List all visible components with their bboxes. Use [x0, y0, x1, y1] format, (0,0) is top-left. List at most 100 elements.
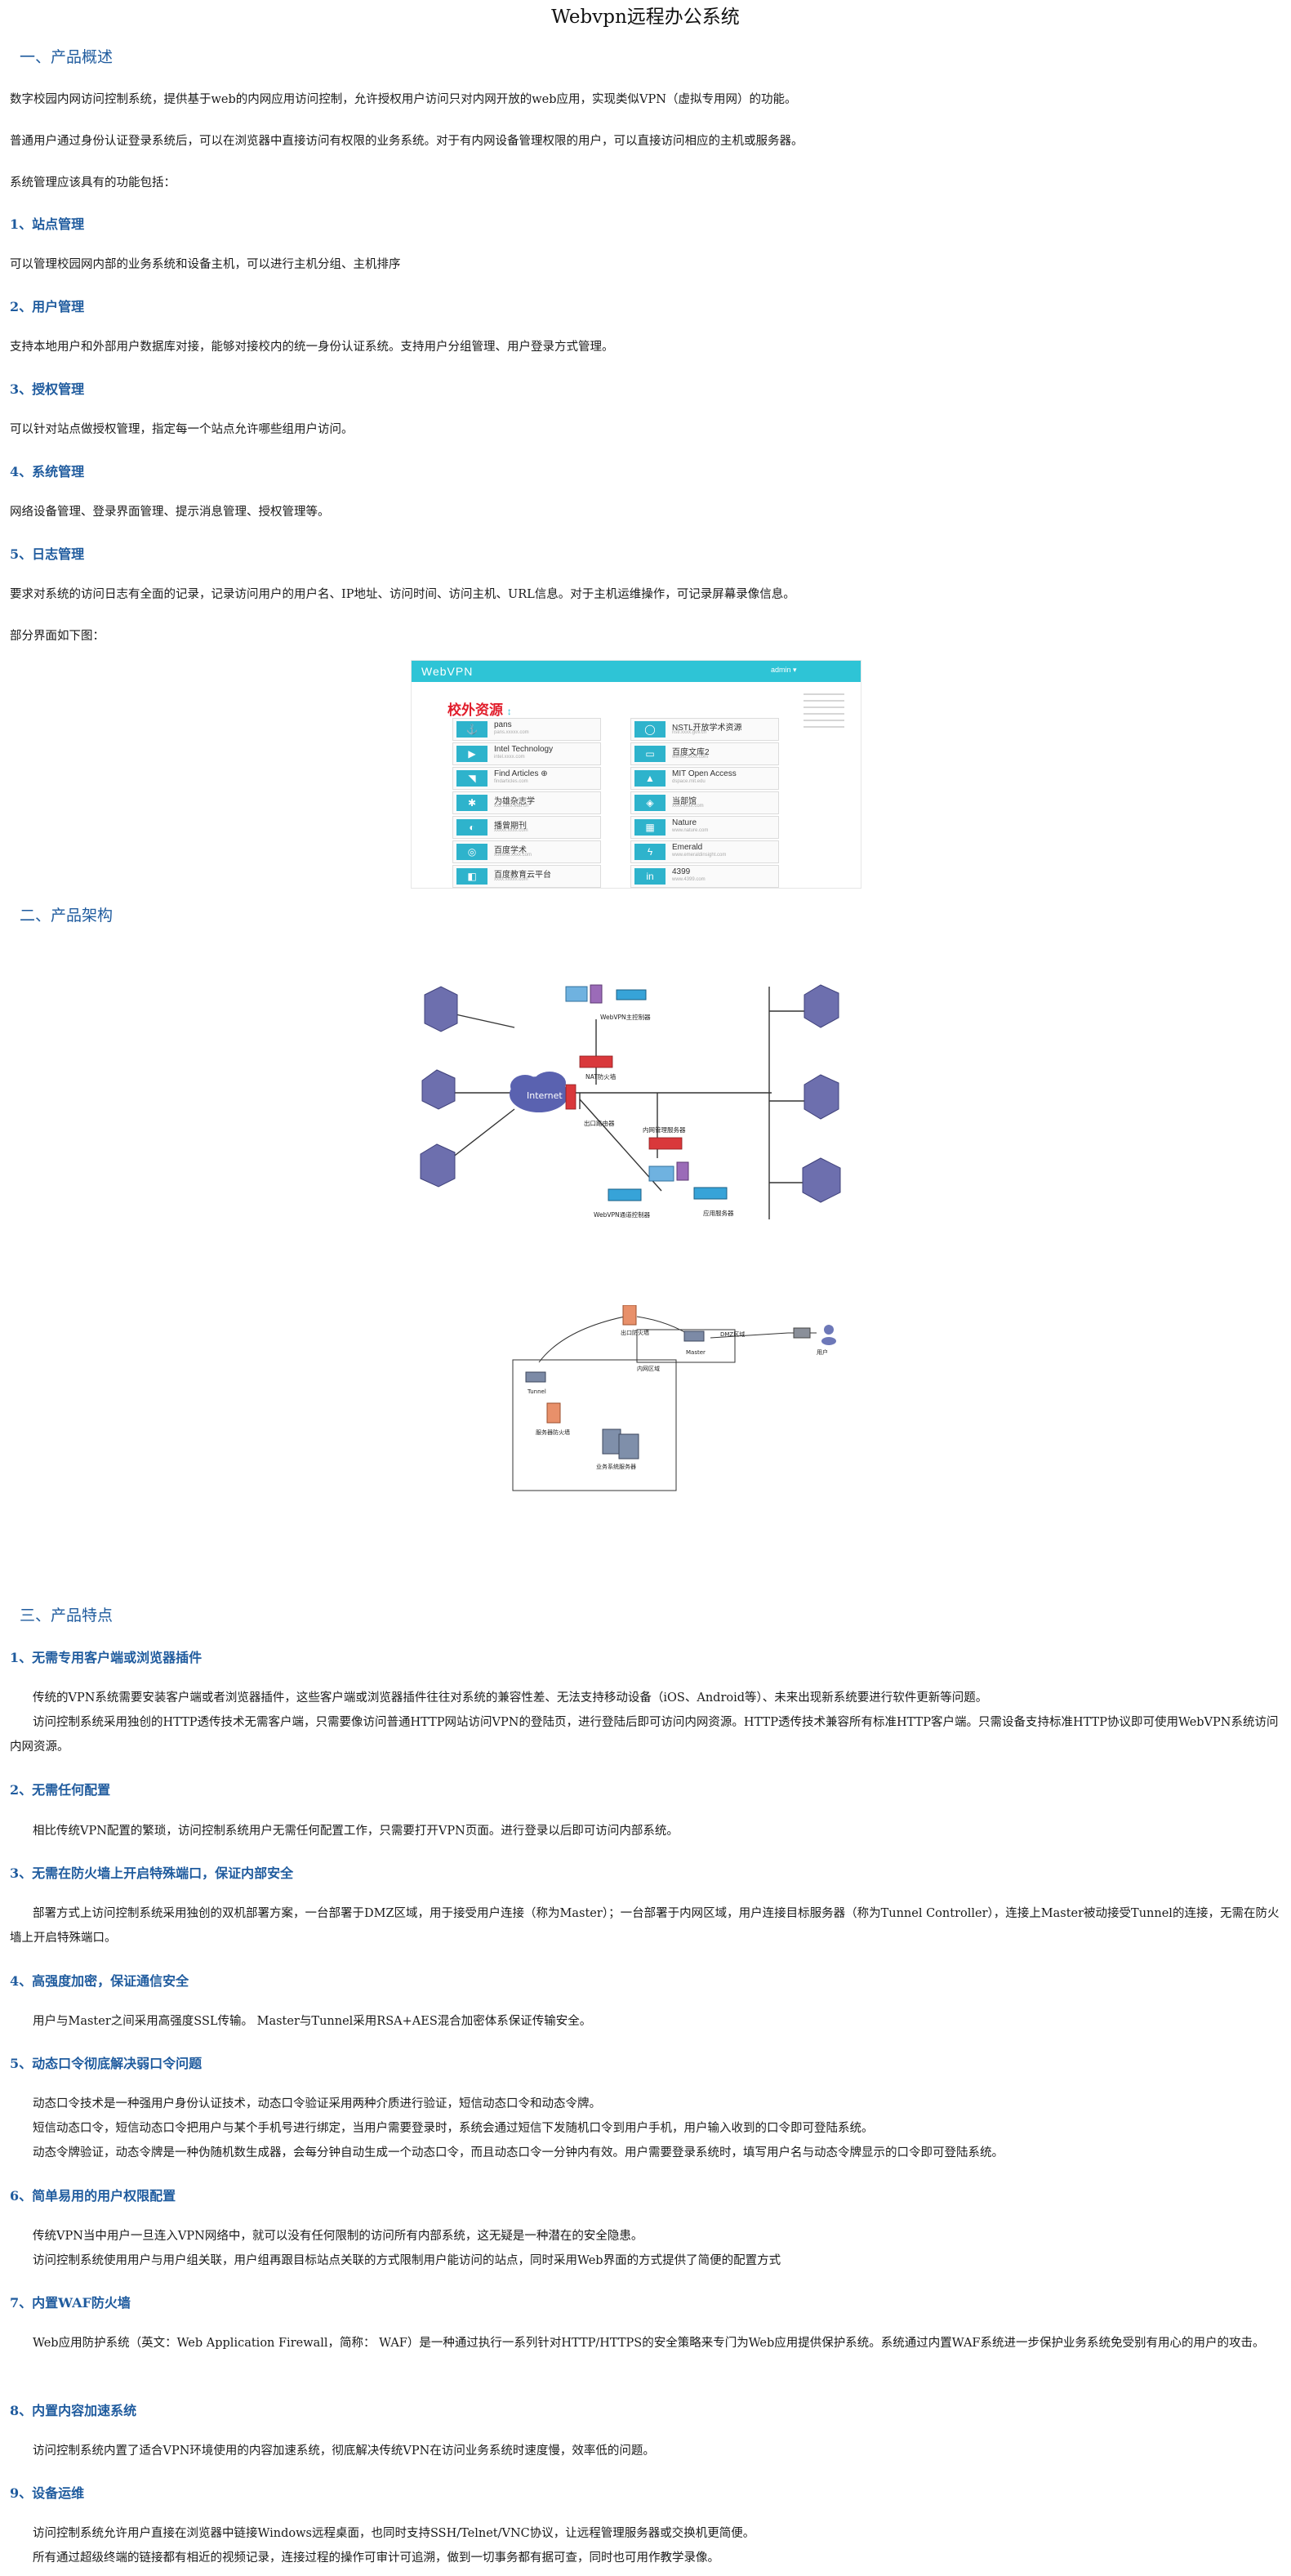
dmz-zone-box	[636, 1329, 736, 1363]
subheading: 5、日志管理	[10, 546, 85, 562]
resource-url: xueshu.xxxx.com	[494, 853, 532, 858]
resource-icon: ▲	[634, 770, 666, 787]
resource-icon: ◧	[456, 868, 487, 885]
firewall-icon	[546, 1305, 637, 1424]
router-icon	[525, 1330, 705, 1383]
diagram-label: WebVPN主控制器	[600, 1013, 651, 1021]
sort-icon: ↕	[506, 706, 512, 717]
resource-name: Find Articles ⊕	[494, 769, 548, 778]
subheading: 2、用户管理	[10, 299, 85, 314]
resource-icon: ✱	[456, 795, 487, 811]
server-icon	[608, 1161, 728, 1201]
paragraph: 访问控制系统允许用户直接在浏览器中链接Windows远程桌面，也同时支持SSH/…	[33, 2527, 755, 2565]
link-line	[710, 1332, 789, 1339]
paragraph: 普通用户通过身份认证登录系统后，可以在浏览器中直接访问有权限的业务系统。对于有内…	[10, 135, 804, 148]
resource-icon: ◎	[456, 844, 487, 860]
building-icon	[420, 986, 458, 1188]
paragraph: 动态口令技术是一种强用户身份认证技术，动态口令验证采用两种介质进行验证，短信动态…	[33, 2097, 1004, 2159]
resource-url: findarticles.com	[494, 779, 528, 784]
resource-name: Intel Technology	[494, 745, 554, 754]
resource-url: wenku.xxxx.com	[672, 755, 709, 760]
subheading: 7、内置WAF防火墙	[10, 2295, 131, 2311]
paragraph: 部分界面如下图：	[10, 630, 105, 643]
resource-url: nstl.xxxx.gov.cn	[672, 730, 706, 735]
diagram-label: 用户	[817, 1348, 828, 1356]
resource-name: pans	[494, 720, 512, 729]
resource-name: Emerald	[672, 843, 703, 852]
resource-name: 百度学术	[494, 846, 527, 855]
webvpn-logo: WebVPN	[421, 665, 474, 678]
diagram-label: 内网区域	[637, 1365, 660, 1372]
diagram-label: 出口防火墙	[621, 1329, 649, 1336]
resource-name: 当部馆	[672, 797, 697, 806]
resource-icon: ◥	[456, 770, 487, 787]
resource-url: www.emeraldinsight.com	[672, 853, 727, 858]
resource-url: xxx.xxxx.edu.cn	[494, 804, 529, 809]
user-icon	[821, 1325, 836, 1345]
server-icon	[565, 984, 647, 1004]
diagram-label: Master	[686, 1349, 706, 1356]
resource-url: www.nature.com	[672, 828, 709, 833]
firewall-icon	[565, 1055, 683, 1150]
resource-icon: ▶	[456, 746, 487, 762]
user-menu: admin ▾	[771, 666, 797, 674]
diagram-label: WebVPN通道控制器	[594, 1210, 651, 1219]
diagram-label: 内网管理服务器	[643, 1125, 686, 1134]
deployment-diagram: 出口防火墙 DMZ区域 Master 用户 内网区域 Tunnel 服务器防火墙…	[512, 1305, 836, 1491]
resource-icon: ⚓	[456, 721, 487, 738]
subheading: 9、设备运维	[10, 2485, 85, 2501]
resource-icon: ▦	[634, 819, 666, 836]
subheading: 5、动态口令彻底解决弱口令问题	[10, 2056, 203, 2071]
resource-url: www.4399.com	[672, 877, 706, 882]
resource-name: NSTL开放学术资源	[672, 724, 742, 733]
resource-icon: ◈	[634, 795, 666, 811]
screenshot-header-bar: WebVPN admin ▾	[412, 661, 861, 682]
diagram-label: 服务器防火墙	[536, 1428, 570, 1436]
subheading: 3、无需在防火墙上开启特殊端口，保证内部安全	[10, 1865, 294, 1881]
paragraph: 数字校园内网访问控制系统，提供基于web的内网应用访问控制，允许授权用户访问只对…	[10, 93, 797, 106]
diagram-label: NAT防火墙	[585, 1072, 617, 1081]
resource-url: xxxxx.xxxx.com	[494, 828, 528, 833]
section-heading-features: 三、产品特点	[20, 1607, 114, 1624]
paragraph: 部署方式上访问控制系统采用独创的双机部署方案，一台部署于DMZ区域，用于接受用户…	[10, 1907, 1280, 1945]
resource-icon: ◐	[456, 819, 487, 836]
network-architecture-diagram: Internet WebVPN主控制器 NAT防火墙 出口路由器 内网管理服务器…	[420, 984, 841, 1219]
paragraph: 系统管理应该具有的功能包括：	[10, 176, 176, 189]
paragraph: 访问控制系统内置了适合VPN环境使用的内容加速系统，彻底解决传统VPN在访问业务…	[33, 2445, 655, 2458]
resource-url: xxxx.xxxx.com	[672, 804, 704, 809]
resource-name: MIT Open Access	[672, 769, 737, 778]
resource-name: 4399	[672, 867, 691, 876]
paragraph: 传统VPN当中用户一旦连入VPN网络中，就可以没有任何限制的访问所有内部系统，这…	[33, 2230, 781, 2267]
resource-name: Nature	[672, 818, 697, 827]
paragraph: Web应用防护系统（英文：Web Application Firewall，简称…	[33, 2337, 1265, 2350]
paragraph: 相比传统VPN配置的繁琐，访问控制系统用户无需任何配置工作，只需要打开VPN页面…	[33, 1825, 679, 1838]
resource-url: intel.xxxx.com	[494, 755, 525, 760]
resource-tile[interactable]: ◥ Find Articles ⊕findarticles.com	[452, 767, 601, 790]
resource-name: 播曾期刊	[494, 822, 527, 831]
paragraph: 网络设备管理、登录界面管理、提示消息管理、授权管理等。	[10, 506, 330, 519]
building-icon	[802, 984, 841, 1203]
subheading: 3、授权管理	[10, 381, 85, 397]
paragraph: 传统的VPN系统需要安装客户端或者浏览器插件，这些客户端或浏览器插件往往对系统的…	[10, 1691, 1279, 1754]
paragraph: 可以针对站点做授权管理，指定每一个站点允许哪些组用户访问。	[10, 423, 354, 436]
resource-url: dspace.mit.edu	[672, 779, 706, 784]
link-line	[538, 1316, 625, 1363]
side-notice	[795, 689, 854, 762]
subheading: 4、系统管理	[10, 464, 85, 479]
document-title: Webvpn远程办公系统	[551, 7, 740, 28]
resource-url: pans.xxxxx.com	[494, 730, 529, 735]
